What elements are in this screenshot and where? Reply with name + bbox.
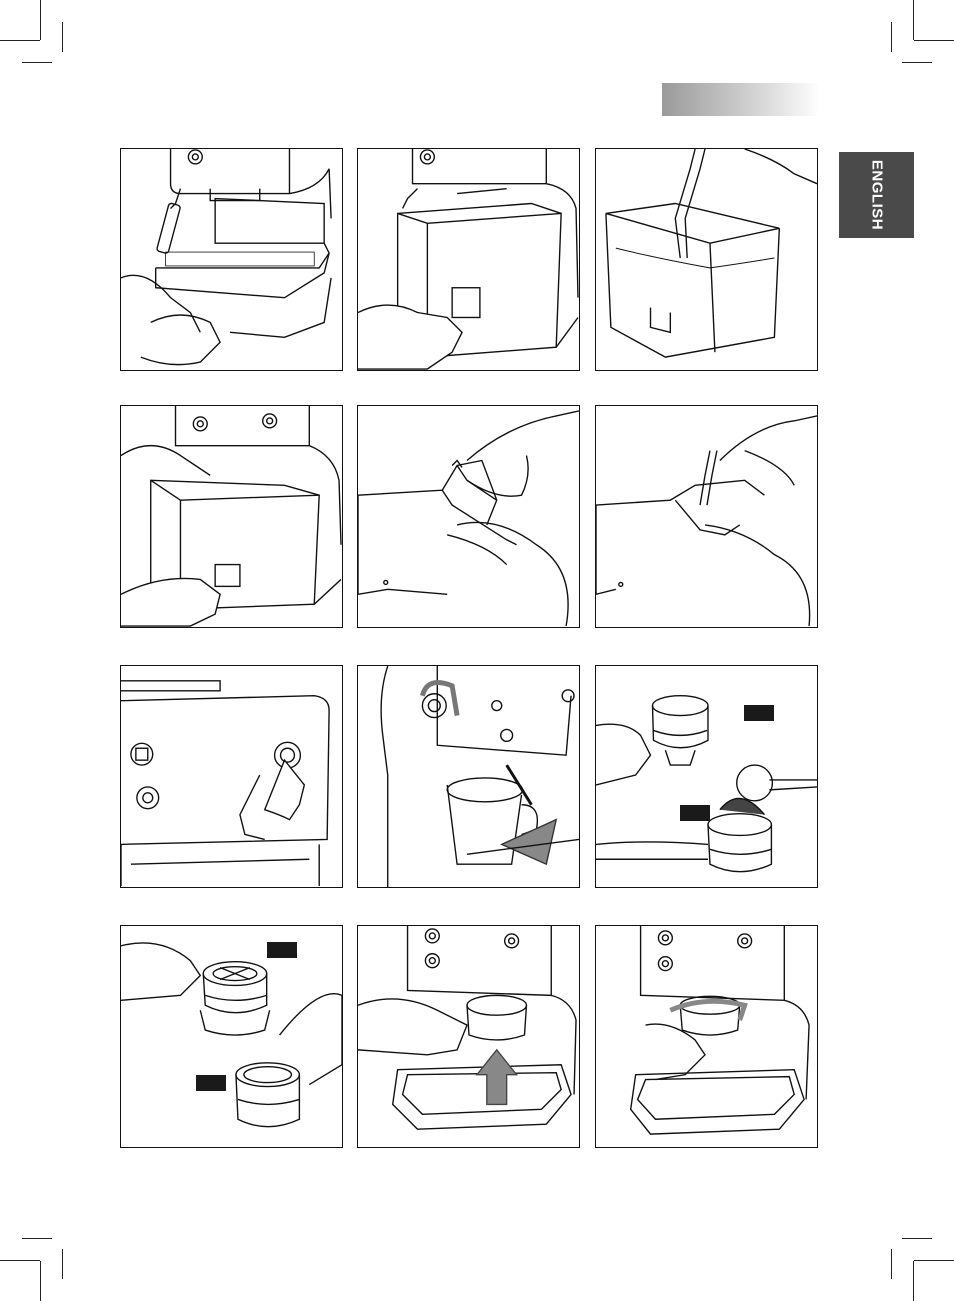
label-badge <box>196 1075 226 1091</box>
figure-water-pour-lid <box>595 405 818 628</box>
figure-steam-wand-pitcher <box>357 665 580 888</box>
figure-button-press <box>120 665 343 888</box>
figure-water-tank-fill <box>595 148 818 371</box>
crop-mark-top-right-v <box>913 0 914 40</box>
figure-water-tank-insert <box>120 405 343 628</box>
crop-mark-bottom-right-v2 <box>891 1249 892 1279</box>
figure-drip-tray-pull-out <box>120 148 343 371</box>
crop-mark-top-right-v2 <box>891 22 892 52</box>
crop-mark-top-right-h2 <box>902 62 932 63</box>
crop-mark-bottom-left-h <box>0 1260 40 1261</box>
crop-mark-bottom-right-v <box>913 1261 914 1301</box>
label-badge <box>267 942 297 958</box>
figure-water-tank-remove <box>357 148 580 371</box>
crop-mark-top-right-h <box>914 40 954 41</box>
label-badge <box>680 805 710 821</box>
language-tab: ENGLISH <box>839 152 914 238</box>
figure-filter-select <box>120 925 343 1148</box>
header-gradient-bar <box>662 83 820 116</box>
figure-lid-open <box>357 405 580 628</box>
figure-filter-holder-lock <box>595 925 818 1148</box>
crop-mark-bottom-left-v2 <box>62 1249 63 1279</box>
figure-filter-holder-fill <box>595 665 818 888</box>
figure-filter-holder-insert <box>357 925 580 1148</box>
crop-mark-top-left-h <box>0 40 40 41</box>
crop-mark-top-left-v <box>40 0 41 40</box>
language-tab-label: ENGLISH <box>868 160 885 230</box>
crop-mark-bottom-right-h <box>914 1260 954 1261</box>
crop-mark-top-left-v2 <box>62 22 63 52</box>
crop-mark-bottom-right-h2 <box>902 1238 932 1239</box>
label-badge <box>744 705 774 721</box>
crop-mark-bottom-left-v <box>40 1261 41 1301</box>
crop-mark-top-left-h2 <box>22 62 52 63</box>
crop-mark-bottom-left-h2 <box>22 1238 52 1239</box>
